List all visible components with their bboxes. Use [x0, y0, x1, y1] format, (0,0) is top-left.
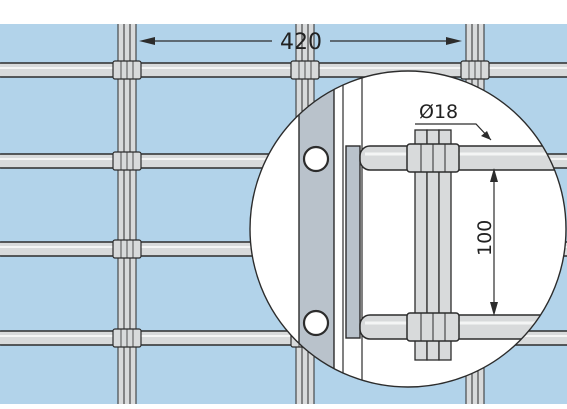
- detail-bar-rod: [438, 129, 452, 361]
- bolt-hole-upper: [302, 145, 330, 173]
- bar-spacing-dimension: 420: [139, 30, 462, 55]
- mounting-plate: [345, 145, 361, 339]
- bar-spacing-label: 420: [280, 30, 322, 55]
- bar-spacing-arrow-left: [139, 37, 155, 45]
- rod-spacing-arrow-bottom: [490, 302, 498, 316]
- diameter-label: Ø18: [419, 101, 458, 123]
- rod-spacing-arrow-top: [490, 168, 498, 182]
- detail-rod: [359, 145, 566, 171]
- detail-vertical-bar: [406, 129, 460, 361]
- vertical-bar-rod: [129, 24, 137, 404]
- bolt-hole-lower: [302, 309, 330, 337]
- diameter-leader-arrowhead: [481, 131, 491, 140]
- detail-circle-outline: [249, 70, 567, 388]
- rod-spacing-label: 100: [474, 220, 496, 256]
- bar-spacing-arrow-right: [446, 37, 462, 45]
